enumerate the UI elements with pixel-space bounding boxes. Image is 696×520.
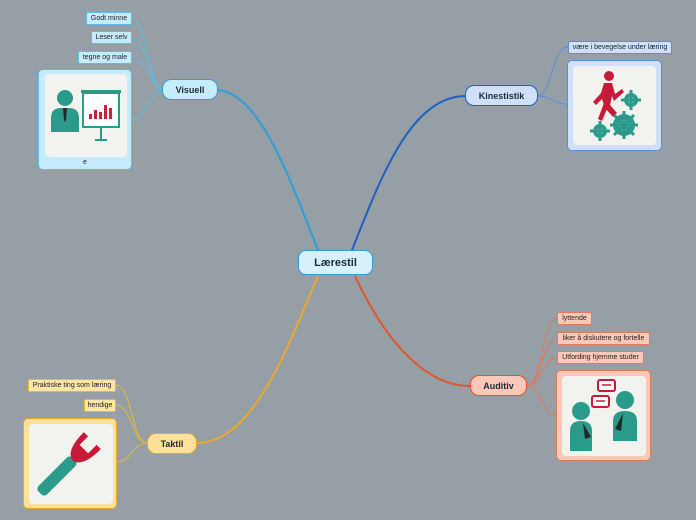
branch-auditiv-label: Auditiv bbox=[483, 381, 514, 391]
link-taktil bbox=[197, 276, 318, 443]
leaf-label: Utfording hjemme studer bbox=[562, 354, 639, 361]
leaf-label: være i bevegelse under læring bbox=[573, 44, 668, 51]
leaf-label: Godt minne bbox=[91, 15, 127, 22]
branch-auditiv[interactable]: Auditiv bbox=[470, 375, 527, 396]
links-auditiv-leaves bbox=[527, 318, 557, 416]
central-topic-label: Lærestil bbox=[314, 257, 357, 269]
leaf-label: Praktiske ting som læring bbox=[33, 382, 112, 389]
leaf-lyttende[interactable]: lyttende bbox=[557, 312, 592, 325]
branch-taktil-label: Taktil bbox=[161, 439, 184, 449]
link-visuell bbox=[217, 90, 318, 250]
links-taktil-leaves bbox=[116, 385, 147, 462]
leaf-utfording-hjemme[interactable]: Utfording hjemme studer bbox=[557, 351, 644, 364]
leaf-vaere-i-bevegelse[interactable]: være i bevegelse under læring bbox=[568, 41, 672, 54]
link-auditiv bbox=[355, 276, 470, 386]
runner-gears-icon bbox=[568, 61, 663, 152]
branch-kinestistik-label: Kinestistik bbox=[479, 91, 525, 101]
links-visuell-leaves bbox=[132, 18, 163, 120]
leaf-label: tegne og male bbox=[83, 54, 127, 61]
leaf-hendige[interactable]: hendige bbox=[84, 399, 116, 412]
links-kinestistik-leaves bbox=[537, 47, 568, 104]
leaf-praktiske-ting[interactable]: Praktiske ting som læring bbox=[28, 379, 116, 392]
leaf-godt-minne[interactable]: Godt minne bbox=[86, 12, 132, 25]
image-caption: e bbox=[39, 159, 131, 166]
image-card-auditiv[interactable] bbox=[556, 370, 651, 461]
branch-taktil[interactable]: Taktil bbox=[147, 433, 197, 454]
branch-visuell-label: Visuell bbox=[176, 85, 205, 95]
image-card-visuell[interactable]: e bbox=[38, 69, 132, 170]
leaf-label: Leser selv bbox=[96, 34, 128, 41]
leaf-tegne-og-male[interactable]: tegne og male bbox=[78, 51, 132, 64]
image-card-taktil[interactable] bbox=[23, 418, 117, 509]
leaf-leser-selv[interactable]: Leser selv bbox=[91, 31, 132, 44]
conversation-icon bbox=[557, 371, 652, 462]
link-kinestistik bbox=[352, 96, 466, 250]
branch-kinestistik[interactable]: Kinestistik bbox=[465, 85, 538, 106]
presenter-chart-icon bbox=[39, 70, 133, 160]
leaf-label: lyttende bbox=[562, 315, 587, 322]
image-card-kinestistik[interactable] bbox=[567, 60, 662, 151]
branch-visuell[interactable]: Visuell bbox=[162, 79, 218, 100]
leaf-liker-aa-diskutere[interactable]: liker å diskutere og fortelle bbox=[557, 332, 650, 345]
leaf-label: liker å diskutere og fortelle bbox=[563, 335, 645, 342]
leaf-label: hendige bbox=[88, 402, 113, 409]
central-topic[interactable]: Lærestil bbox=[298, 250, 373, 275]
wrench-icon bbox=[24, 419, 118, 510]
